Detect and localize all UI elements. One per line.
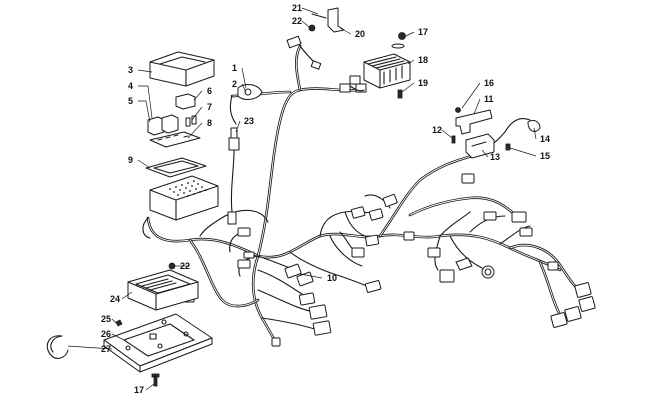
bolt-21 <box>311 13 327 19</box>
callout-c16: 16 <box>484 78 494 88</box>
relay-6 <box>175 93 196 110</box>
callout-c1: 1 <box>232 63 237 73</box>
callout-c8: 8 <box>207 118 212 128</box>
callout-c19: 19 <box>418 78 428 88</box>
callout-c11: 11 <box>484 94 494 104</box>
callout-c27: 27 <box>101 344 111 354</box>
fuse-block-8 <box>149 131 201 148</box>
bracket-20 <box>327 7 345 33</box>
fuse-box-cover <box>149 51 215 87</box>
branch-wires <box>142 95 531 331</box>
ring-27 <box>46 335 69 359</box>
callout-c18: 18 <box>418 55 428 65</box>
callout-c22b: 22 <box>180 261 190 271</box>
top-connectors <box>286 35 365 93</box>
regulator-18 <box>363 53 411 89</box>
callout-c26: 26 <box>101 329 111 339</box>
callout-c2: 2 <box>232 79 237 89</box>
callout-c24: 24 <box>110 294 120 304</box>
callout-c15: 15 <box>540 151 550 161</box>
callout-c25: 25 <box>101 314 111 324</box>
callout-c21: 21 <box>292 3 302 13</box>
screw-16 <box>455 107 461 113</box>
callout-c22a: 22 <box>292 16 302 26</box>
bolt-15 <box>505 143 511 151</box>
callout-c7: 7 <box>207 102 212 112</box>
callout-c17b: 17 <box>134 385 144 395</box>
callout-c13: 13 <box>490 152 500 162</box>
callout-c23: 23 <box>244 116 254 126</box>
nut-22b <box>168 262 176 270</box>
switch-13 <box>465 133 495 159</box>
callout-labels: 1234567891011121314151617171819202122222… <box>101 3 550 395</box>
bracket-11 <box>455 109 493 135</box>
clip-1-2 <box>237 84 263 100</box>
callout-c20: 20 <box>355 29 365 39</box>
callout-c4: 4 <box>128 81 133 91</box>
fuse-box-base <box>149 175 219 221</box>
fuse-7 <box>185 115 197 127</box>
callout-c12: 12 <box>432 125 442 135</box>
bolt-17b <box>151 373 160 387</box>
washer-17a <box>391 32 406 49</box>
mounting-plate-26 <box>103 313 213 373</box>
callout-c6: 6 <box>207 86 212 96</box>
screw-12 <box>451 135 456 144</box>
nut-22a <box>308 24 316 32</box>
connector-18a <box>349 75 367 93</box>
callout-c3: 3 <box>128 65 133 75</box>
callout-c14: 14 <box>540 134 550 144</box>
bolt-19 <box>397 89 403 99</box>
relay-4 <box>147 114 179 136</box>
lamp-14 <box>527 119 541 132</box>
callout-c9: 9 <box>128 155 133 165</box>
ecu-24 <box>127 269 199 311</box>
connector-cluster-lower <box>181 227 332 347</box>
gasket-9 <box>145 157 207 178</box>
callout-c17a: 17 <box>418 27 428 37</box>
callout-c10: 10 <box>327 273 337 283</box>
connector-cluster-mid <box>350 173 596 328</box>
callout-c5: 5 <box>128 96 133 106</box>
leader-lines <box>67 7 537 391</box>
sensor-23 <box>227 127 240 225</box>
nut-25 <box>115 319 123 327</box>
